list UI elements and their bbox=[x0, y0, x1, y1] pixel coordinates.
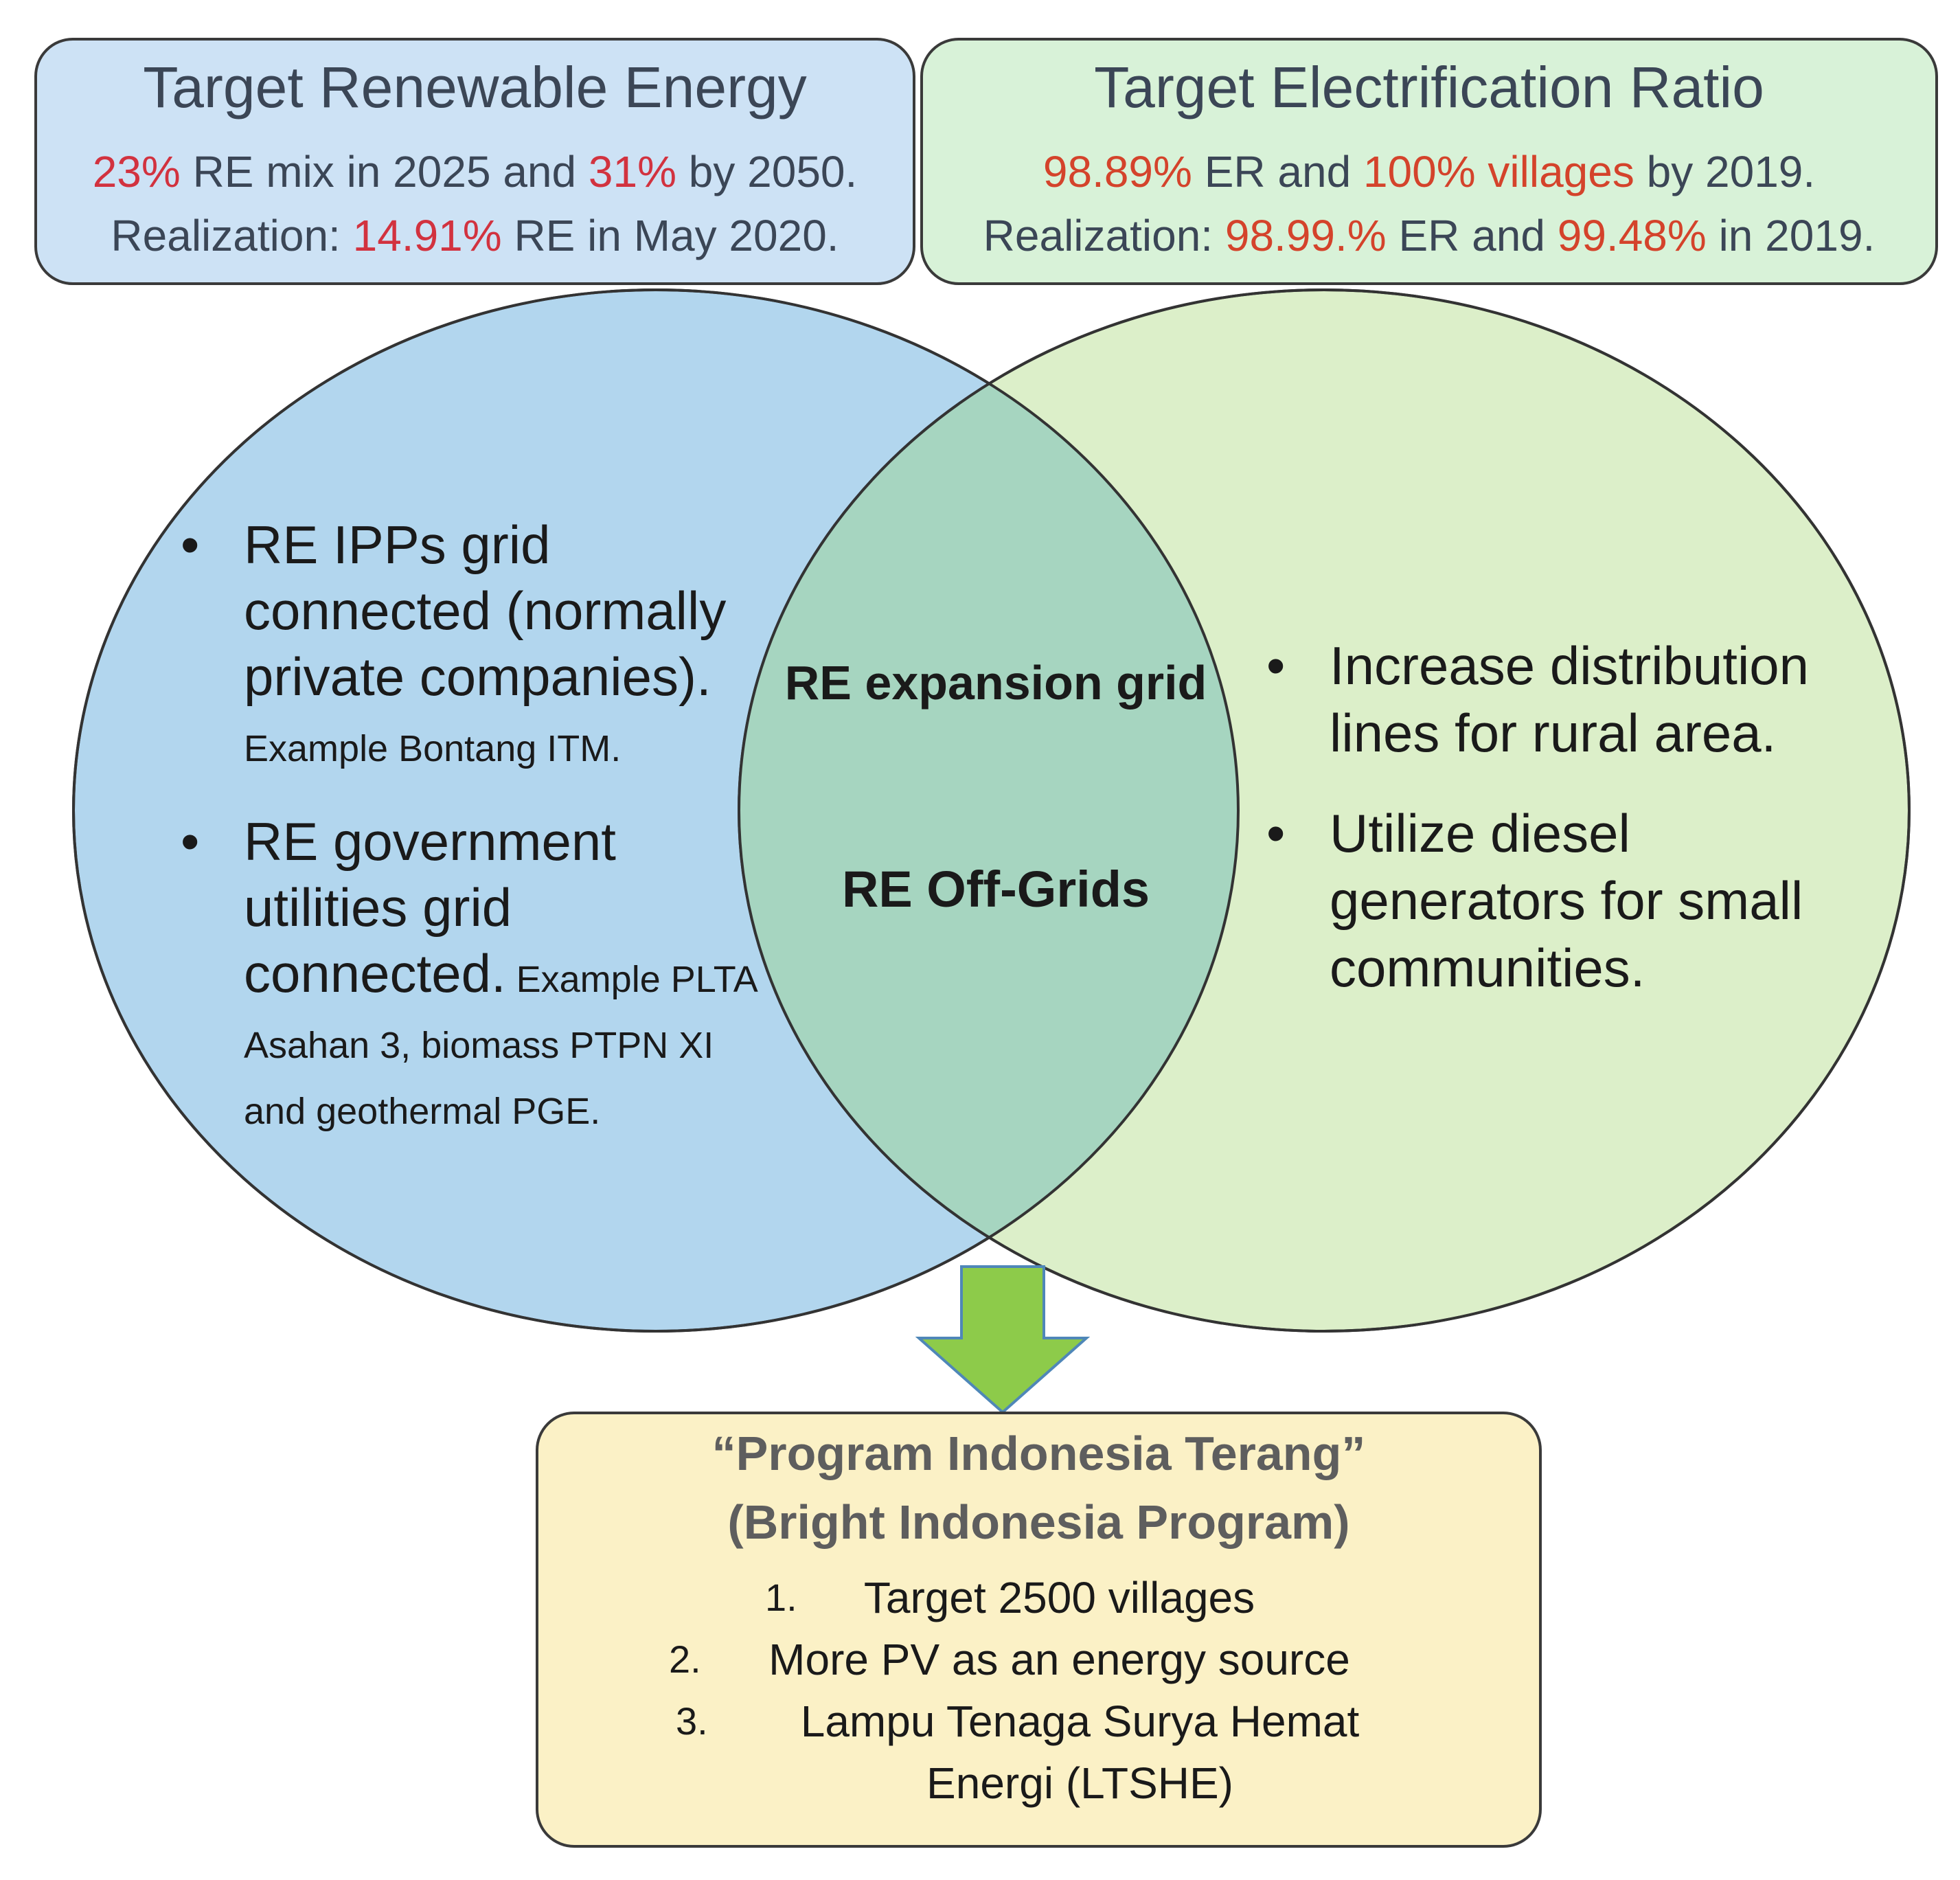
overlap-region bbox=[739, 290, 1238, 1331]
re-realization-value: 14.91% bbox=[352, 210, 502, 260]
target-renewable-energy-box: Target Renewable Energy 23% RE mix in 20… bbox=[34, 38, 915, 285]
text-span: by 2050. bbox=[676, 147, 858, 196]
list-number: 2. bbox=[669, 1638, 701, 1681]
program-item-text: Lampu Tenaga Surya Hemat Energi (LTSHE) bbox=[800, 1697, 1360, 1808]
bullet-main-text: RE government utilities grid connected. bbox=[244, 811, 616, 1004]
target-er-title: Target Electrification Ratio bbox=[1094, 55, 1764, 120]
bullet-example-text: Example Bontang ITM. bbox=[244, 728, 622, 769]
text-span: ER and bbox=[1192, 147, 1363, 196]
er-realization-value: 98.99.% bbox=[1224, 210, 1387, 260]
list-item: RE IPPs grid connected (normally private… bbox=[175, 512, 779, 775]
text-span: by 2019. bbox=[1634, 147, 1816, 196]
target-er-line: 98.89% ER and 100% villages by 2019. bbox=[923, 140, 1935, 204]
er-target-value: 98.89% bbox=[1042, 147, 1192, 196]
program-item-text: More PV as an energy source bbox=[768, 1635, 1350, 1684]
list-number: 1. bbox=[765, 1576, 797, 1619]
text-span: Realization: bbox=[983, 210, 1225, 260]
list-item: 1. Target 2500 villages bbox=[538, 1567, 1539, 1629]
overlap-label-offgrid: RE Off-Grids bbox=[841, 861, 1150, 918]
list-item: Increase distribution lines for rural ar… bbox=[1261, 632, 1879, 767]
list-number: 3. bbox=[676, 1699, 708, 1743]
target-re-line: 23% RE mix in 2025 and 31% by 2050. bbox=[37, 140, 913, 204]
text-span: ER and bbox=[1386, 210, 1558, 260]
left-circle-text: RE IPPs grid connected (normally private… bbox=[175, 512, 779, 1171]
text-span: RE mix in 2025 and bbox=[180, 147, 589, 196]
text-span: RE in May 2020. bbox=[501, 210, 839, 260]
bullet-example-text: Example PLTA Asahan 3, biomass PTPN XI a… bbox=[244, 959, 756, 1132]
program-item-text: Target 2500 villages bbox=[863, 1573, 1255, 1622]
left-circle-outline bbox=[72, 288, 1240, 1333]
left-bullet-list: RE IPPs grid connected (normally private… bbox=[175, 512, 779, 1138]
list-item: 3. Lampu Tenaga Surya Hemat Energi (LTSH… bbox=[538, 1690, 1539, 1814]
re-2050-value: 31% bbox=[588, 147, 676, 196]
bullet-main-text: RE IPPs grid connected (normally private… bbox=[244, 514, 727, 707]
list-item: RE government utilities grid connected. … bbox=[175, 808, 779, 1138]
re-realization-line: Realization: 14.91% RE in May 2020. bbox=[37, 204, 913, 268]
program-list: 1. Target 2500 villages 2. More PV as an… bbox=[538, 1567, 1539, 1814]
villages-realization-value: 99.48% bbox=[1557, 210, 1707, 260]
er-realization-line: Realization: 98.99.% ER and 99.48% in 20… bbox=[923, 204, 1935, 268]
program-indonesia-terang-box: “Program Indonesia Terang” (Bright Indon… bbox=[536, 1412, 1542, 1848]
list-item: 2. More PV as an energy source bbox=[538, 1629, 1539, 1690]
right-circle-text: Increase distribution lines for rural ar… bbox=[1261, 632, 1879, 1034]
re-2025-value: 23% bbox=[92, 147, 181, 196]
text-span: in 2019. bbox=[1706, 210, 1876, 260]
right-bullet-list: Increase distribution lines for rural ar… bbox=[1261, 632, 1879, 1001]
overlap-label-expansion: RE expansion grid bbox=[784, 656, 1207, 710]
target-electrification-ratio-box: Target Electrification Ratio 98.89% ER a… bbox=[920, 38, 1938, 285]
list-item: Utilize diesel generators for small comm… bbox=[1261, 800, 1879, 1001]
villages-target-value: 100% villages bbox=[1363, 147, 1634, 196]
text-span: Realization: bbox=[111, 210, 353, 260]
target-re-title: Target Renewable Energy bbox=[143, 55, 807, 120]
down-arrow-icon bbox=[915, 1265, 1091, 1414]
program-subtitle: (Bright Indonesia Program) bbox=[727, 1495, 1350, 1549]
program-title: “Program Indonesia Terang” bbox=[711, 1427, 1366, 1480]
